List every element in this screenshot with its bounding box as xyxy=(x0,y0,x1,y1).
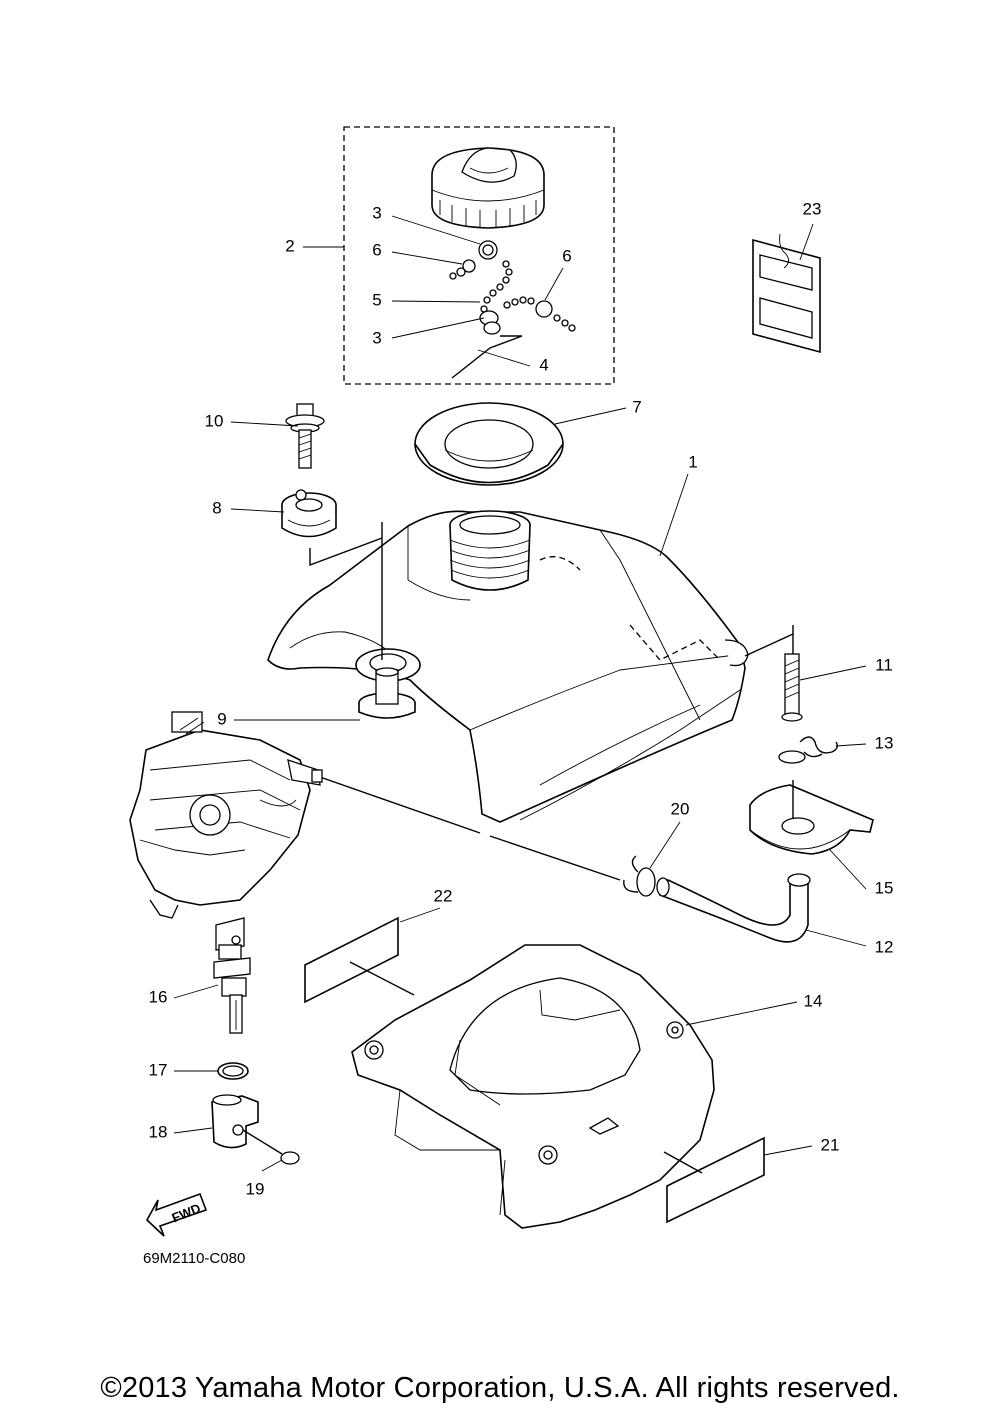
callout-14: 14 xyxy=(804,991,823,1010)
fuel-tank-exploded-diagram: FWD 69M2110-C080 1 2 3 3 4 xyxy=(129,126,894,1267)
callout-17: 17 xyxy=(149,1060,168,1079)
callout-19: 19 xyxy=(246,1179,265,1198)
fwd-arrow: FWD xyxy=(146,1192,208,1237)
callout-13: 13 xyxy=(875,733,894,752)
leader-lines xyxy=(173,215,867,1172)
cap-assembly-dashed-box xyxy=(343,126,615,385)
screw-19 xyxy=(242,1129,300,1165)
label-tag-23 xyxy=(752,233,821,354)
callout-4: 4 xyxy=(539,355,548,374)
callout-18: 18 xyxy=(149,1122,168,1141)
fuel-filter-11 xyxy=(781,653,803,722)
callout-6-right: 6 xyxy=(562,246,571,265)
callout-16: 16 xyxy=(149,987,168,1006)
callout-1: 1 xyxy=(688,452,697,471)
joint-18 xyxy=(211,1094,259,1149)
bolt-10 xyxy=(285,403,325,469)
seal-15 xyxy=(749,784,874,855)
callout-7: 7 xyxy=(632,397,641,416)
callout-23: 23 xyxy=(803,199,822,218)
copyright-notice: ©2013 Yamaha Motor Corporation, U.S.A. A… xyxy=(100,1372,900,1404)
callout-21: 21 xyxy=(821,1135,840,1154)
filler-grommet-7 xyxy=(414,402,564,486)
choke-shaft-16 xyxy=(213,917,251,1034)
damper-8 xyxy=(281,489,337,538)
callout-12: 12 xyxy=(875,937,894,956)
drawing-code: 69M2110-C080 xyxy=(143,1250,245,1267)
callout-6-left: 6 xyxy=(372,240,381,259)
callout-9: 9 xyxy=(217,709,226,728)
clip-13 xyxy=(778,736,839,764)
callout-3-lower: 3 xyxy=(372,328,381,347)
label-22 xyxy=(304,916,399,1004)
fuel-hose-12 xyxy=(656,873,811,943)
carburetor xyxy=(129,711,323,919)
callouts: 1 2 3 3 4 5 6 6 7 8 9 10 11 12 13 14 15 … xyxy=(149,199,894,1198)
cap-chain-parts xyxy=(449,240,576,379)
fuel-tank-1 xyxy=(267,510,749,823)
hose-clip-20 xyxy=(623,855,656,897)
collar-9 xyxy=(358,667,416,719)
callout-8: 8 xyxy=(212,498,221,517)
callout-22: 22 xyxy=(434,886,453,905)
callout-10: 10 xyxy=(205,411,224,430)
callout-5: 5 xyxy=(372,290,381,309)
callout-2: 2 xyxy=(285,236,294,255)
callout-20: 20 xyxy=(671,799,690,818)
bracket-14 xyxy=(351,944,715,1229)
callout-3-upper: 3 xyxy=(372,203,381,222)
callout-15: 15 xyxy=(875,878,894,897)
callout-11: 11 xyxy=(875,655,893,674)
fuel-cap xyxy=(431,147,545,229)
label-21 xyxy=(666,1136,765,1224)
